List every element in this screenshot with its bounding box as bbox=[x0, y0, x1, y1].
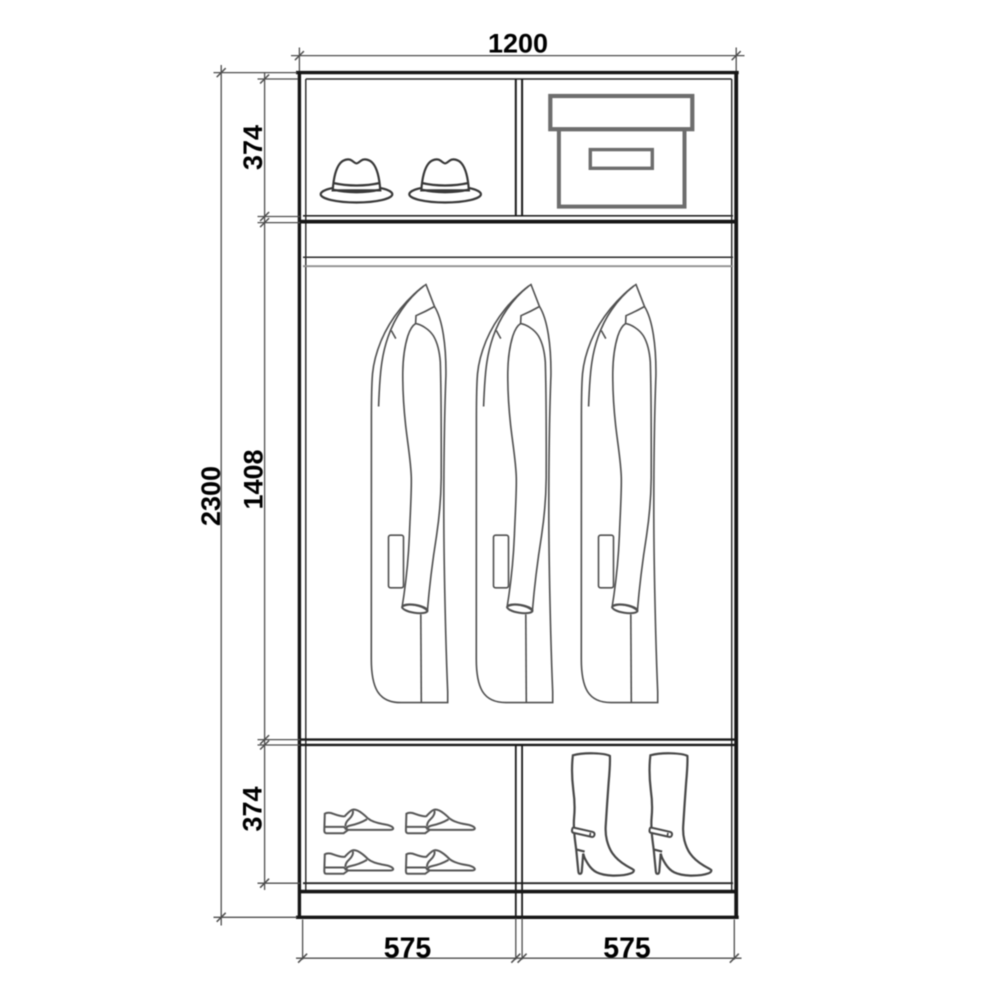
svg-text:575: 575 bbox=[603, 932, 651, 964]
svg-text:575: 575 bbox=[384, 932, 432, 964]
svg-text:1200: 1200 bbox=[488, 29, 548, 59]
svg-text:1408: 1408 bbox=[239, 449, 269, 509]
svg-text:374: 374 bbox=[238, 125, 268, 170]
svg-text:2300: 2300 bbox=[196, 466, 226, 526]
svg-text:374: 374 bbox=[238, 786, 268, 831]
